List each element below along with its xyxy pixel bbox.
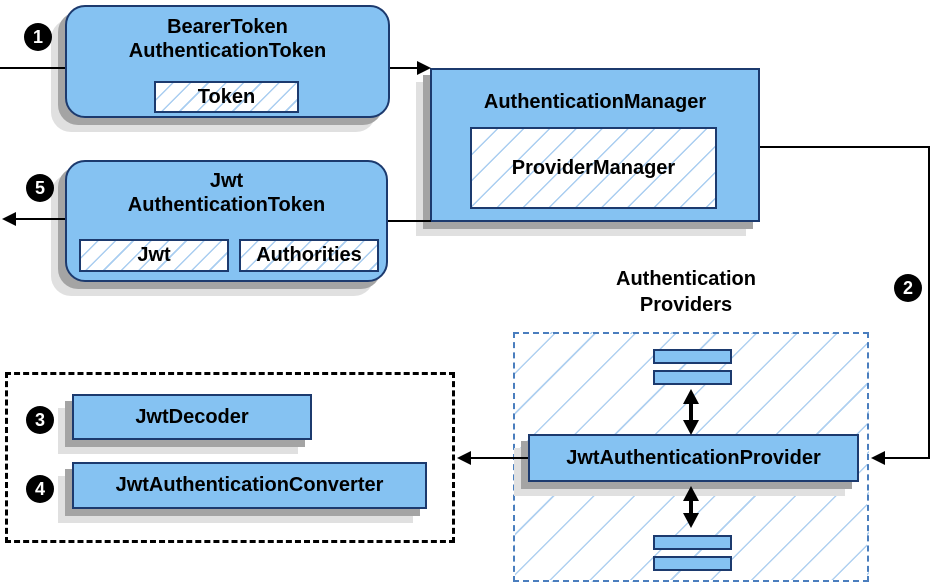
token-inner-box: Token	[154, 81, 299, 113]
jwt-authentication-provider-label: JwtAuthenticationProvider	[566, 446, 821, 469]
bearer-token-authentication-token-box: BearerToken AuthenticationToken Token	[65, 5, 390, 118]
jwt-label: Jwt	[137, 244, 171, 266]
group-left-arrowhead-icon	[457, 451, 471, 465]
provider-left-arrowhead-icon	[871, 451, 885, 465]
authentication-manager-title: AuthenticationManager	[483, 91, 707, 113]
step-5-badge: 5	[26, 174, 54, 202]
jwt-inner-box: Jwt	[79, 239, 229, 272]
jwt-authentication-converter-label: JwtAuthenticationConverter	[115, 474, 384, 496]
token-label: Token	[197, 85, 256, 108]
step-3-badge: 3	[26, 406, 54, 434]
bearer-token-title-line2: AuthenticationToken	[128, 40, 327, 62]
providers-label-line1: Authentication	[616, 268, 756, 290]
authorities-label: Authorities	[256, 244, 362, 266]
jwt-authentication-converter-box: JwtAuthenticationConverter	[72, 462, 427, 509]
provider-manager-label: ProviderManager	[511, 156, 676, 179]
step-1-badge: 1	[24, 23, 52, 51]
jwt-authentication-provider-box: JwtAuthenticationProvider	[528, 434, 859, 482]
provider-bar-bottom-2	[653, 556, 732, 571]
jwt-token-box-title: Jwt AuthenticationToken	[67, 162, 386, 217]
provider-manager-inner-box: ProviderManager	[470, 127, 717, 209]
bearer-token-title-line1: BearerToken	[167, 16, 288, 38]
provider-bar-bottom-1	[653, 535, 732, 550]
jwt-token-title-line1: Jwt	[209, 170, 244, 192]
authentication-manager-box: AuthenticationManager ProviderManager	[430, 68, 760, 222]
authorities-inner-box: Authorities	[239, 239, 379, 272]
left-arrowhead-icon	[2, 212, 16, 226]
jwt-authentication-token-box: Jwt AuthenticationToken Jwt Authorities	[65, 160, 388, 282]
step-4-badge: 4	[26, 475, 54, 503]
jwt-token-title-line2: AuthenticationToken	[127, 194, 326, 216]
authentication-providers-label: Authentication Providers	[566, 266, 806, 318]
bearer-token-box-title: BearerToken AuthenticationToken	[67, 7, 388, 63]
right-arrowhead-icon	[417, 61, 431, 75]
jwt-decoder-box: JwtDecoder	[72, 394, 312, 440]
provider-bar-top-2	[653, 370, 732, 385]
step-2-badge: 2	[894, 274, 922, 302]
jwt-decoder-label: JwtDecoder	[135, 405, 249, 428]
provider-bar-top-1	[653, 349, 732, 364]
providers-label-line2: Providers	[639, 294, 733, 316]
